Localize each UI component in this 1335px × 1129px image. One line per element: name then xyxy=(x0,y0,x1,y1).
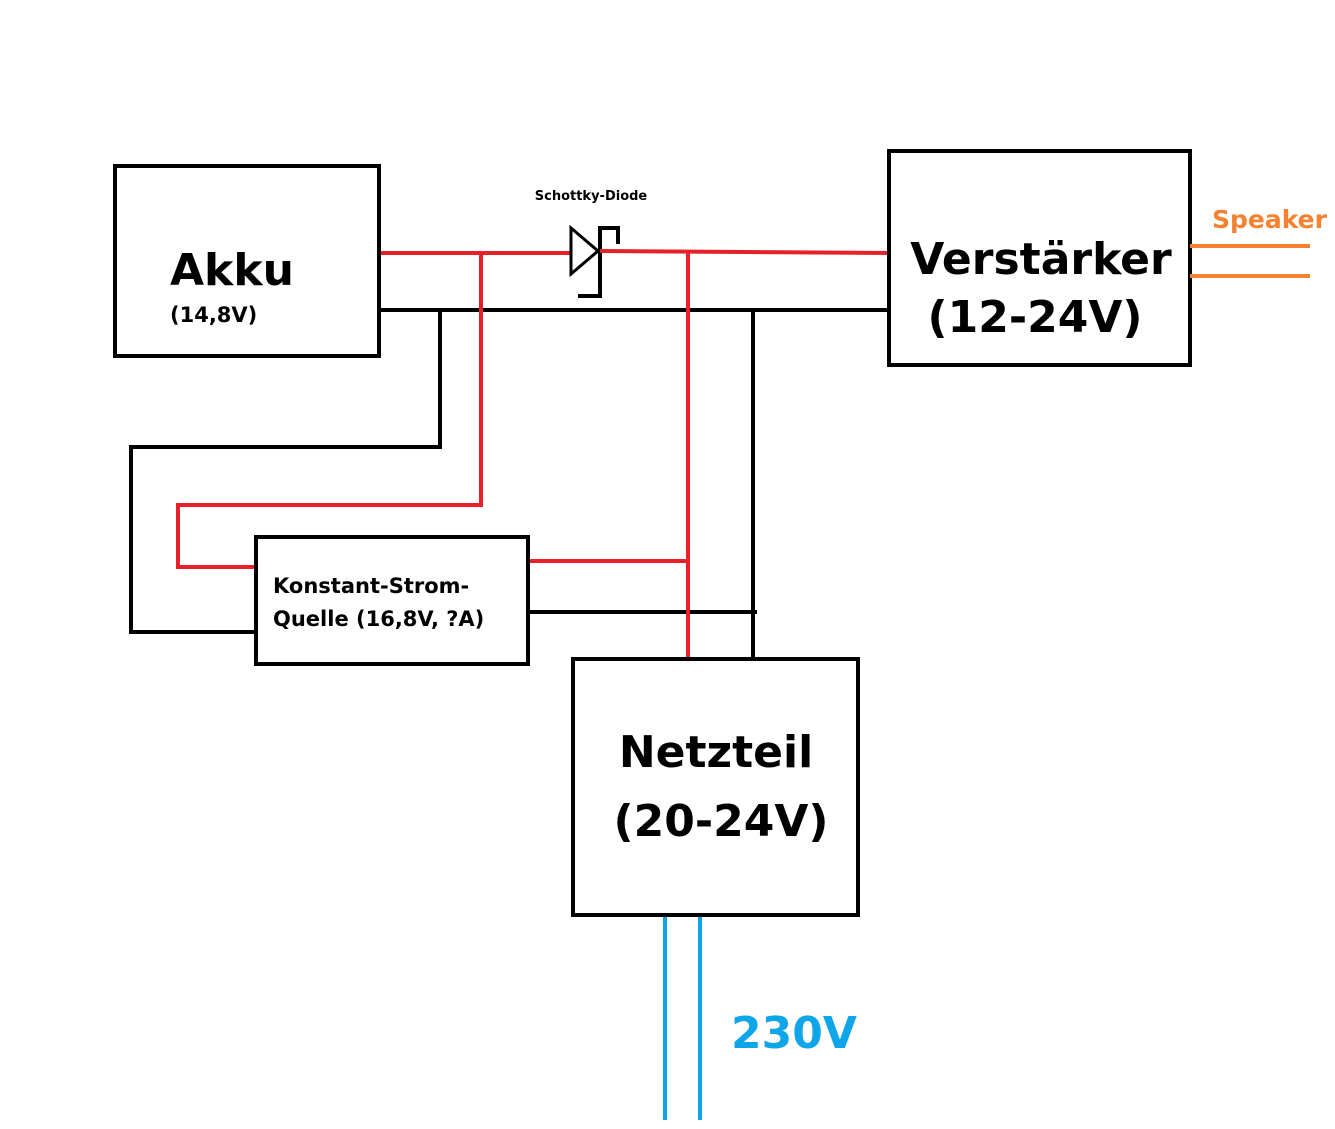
akku-voltage: (14,8V) xyxy=(170,303,257,327)
negative-wires xyxy=(129,226,892,661)
ksq-block: Konstant-Strom- Quelle (16,8V, ?A) xyxy=(254,535,530,666)
akku-title: Akku xyxy=(170,245,294,296)
schottky-diode-icon xyxy=(569,224,601,278)
akku-block: Akku (14,8V) xyxy=(113,164,381,358)
pos-diode-to-amp xyxy=(599,249,891,255)
ksq-line1: Konstant-Strom- xyxy=(273,574,469,598)
verstaerker-title: Verstärker xyxy=(910,234,1172,285)
neg-ksq-loop xyxy=(129,308,442,634)
ksq-line2: Quelle (16,8V, ?A) xyxy=(273,607,484,631)
verstaerker-block: Verstärker (12-24V) xyxy=(887,149,1192,367)
mains-wires xyxy=(663,917,702,1120)
diode-label: Schottky-Diode xyxy=(535,189,648,204)
speaker-label: Speaker xyxy=(1212,205,1328,234)
netzteil-block: Netzteil (20-24V) xyxy=(571,657,860,917)
diode-cathode-bracket xyxy=(578,226,620,298)
pos-akku-to-ksq xyxy=(176,253,483,569)
verstaerker-voltage: (12-24V) xyxy=(928,292,1143,343)
diode-triangle xyxy=(569,224,601,278)
positive-wires xyxy=(176,249,891,659)
netzteil-title: Netzteil xyxy=(619,727,813,778)
netzteil-voltage: (20-24V) xyxy=(614,796,829,847)
mains-label: 230V xyxy=(731,1008,857,1059)
speaker-wires xyxy=(1190,244,1310,278)
